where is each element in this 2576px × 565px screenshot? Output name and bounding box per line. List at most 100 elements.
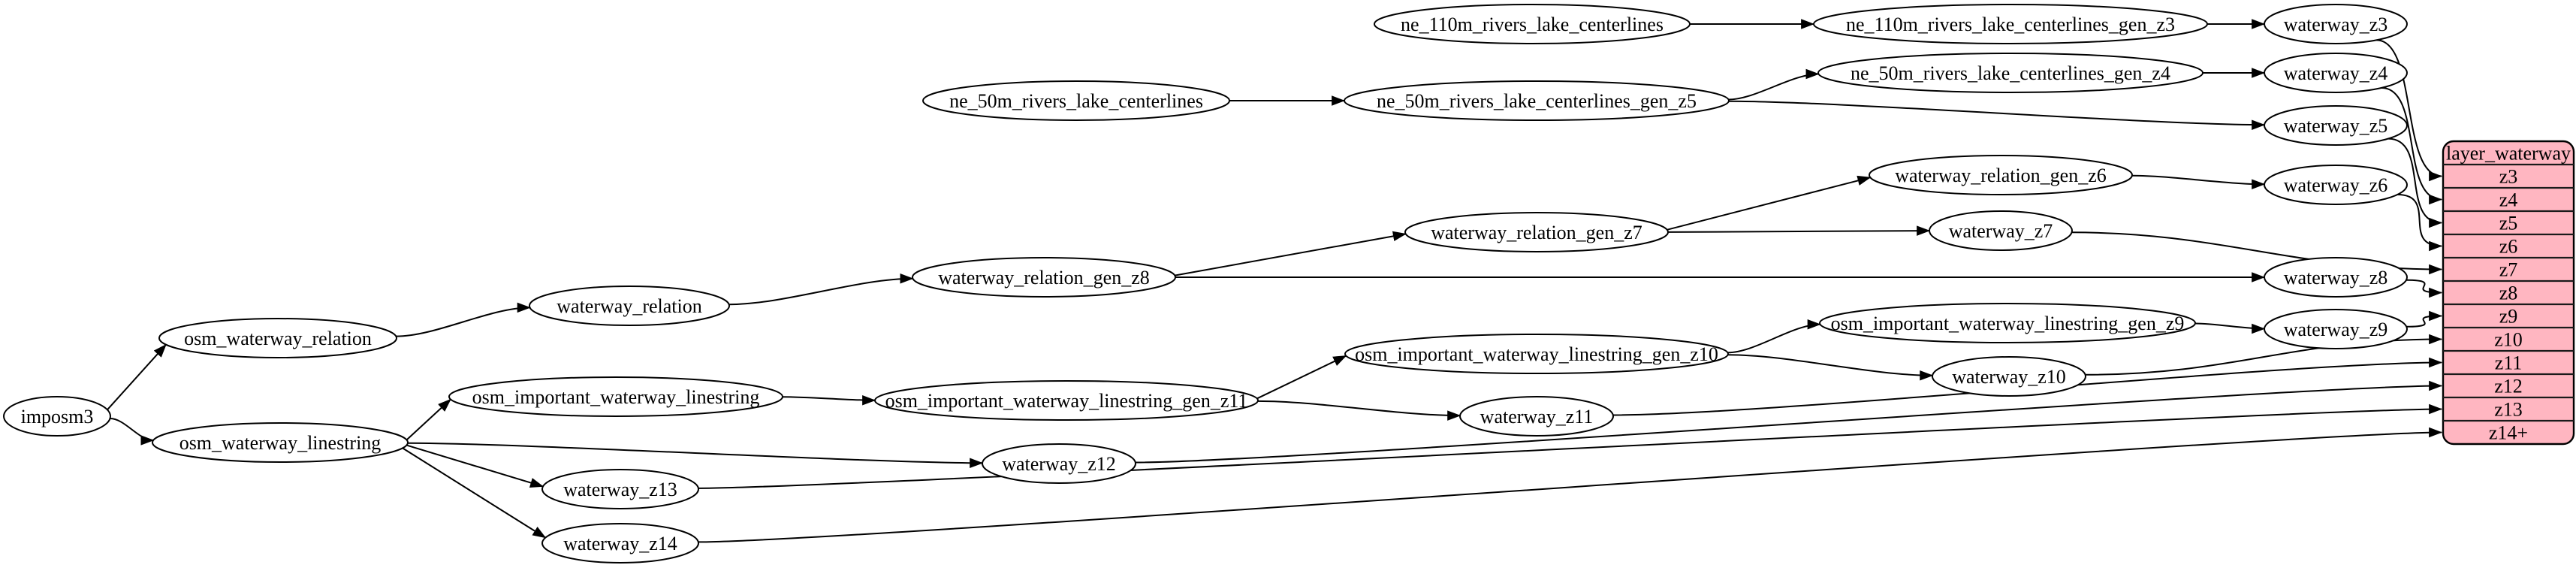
node-imposm3: imposm3 (3, 396, 111, 437)
node-waterway_z5: waterway_z5 (2264, 105, 2408, 146)
table-row-label-z7: z7 (2499, 259, 2518, 281)
node-label-ne_110m_rivers_lake_centerlines: ne_110m_rivers_lake_centerlines (1401, 14, 1664, 35)
node-ellipse-ne_50m_rivers_lake_centerlines_gen_z5 (1344, 80, 1730, 121)
node-ellipse-osm_waterway_relation (158, 318, 397, 358)
table-row-z6: z6 (2499, 236, 2518, 258)
table-body (2442, 140, 2575, 446)
node-label-waterway_z10: waterway_z10 (1952, 366, 2066, 388)
edge-waterway_z6-layer_waterway-z6 (2397, 194, 2443, 252)
node-waterway_z14: waterway_z14 (541, 523, 699, 563)
edge-osm_important_waterway_linestring_gen_z9-waterway_z9 (2194, 322, 2266, 334)
node-label-waterway_z7: waterway_z7 (1949, 220, 2053, 242)
table-row-z4: z4 (2499, 189, 2518, 211)
edge-imposm3-osm_waterway_relation (107, 343, 167, 410)
table-layer: layer_waterwayz3z4z5z6z7z8z9z10z11z12z13… (2442, 140, 2575, 446)
table-row-label-z5: z5 (2499, 213, 2518, 234)
node-label-waterway_z9: waterway_z9 (2284, 319, 2388, 340)
table-row-z10: z10 (2494, 329, 2523, 351)
table-row-z13: z13 (2494, 399, 2523, 421)
node-ellipse-waterway_z4 (2264, 53, 2408, 93)
node-ellipse-osm_important_waterway_linestring (448, 376, 783, 417)
node-waterway_z7: waterway_z7 (1929, 210, 2073, 251)
node-label-ne_50m_rivers_lake_centerlines_gen_z4: ne_50m_rivers_lake_centerlines_gen_z4 (1851, 62, 2170, 84)
table-row-z8: z8 (2499, 282, 2518, 304)
node-waterway_z10: waterway_z10 (1932, 356, 2086, 397)
node-ellipse-imposm3 (3, 396, 111, 437)
node-label-ne_50m_rivers_lake_centerlines_gen_z5: ne_50m_rivers_lake_centerlines_gen_z5 (1377, 90, 1697, 112)
node-ellipse-osm_important_waterway_linestring_gen_z11 (874, 380, 1259, 421)
edge-waterway_z5-layer_waterway-z5 (2387, 137, 2443, 228)
edge-waterway_z9-layer_waterway-z9 (2406, 310, 2443, 328)
node-osm_waterway_relation: osm_waterway_relation (158, 318, 397, 358)
node-osm_waterway_linestring: osm_waterway_linestring (152, 422, 409, 463)
node-ellipse-ne_110m_rivers_lake_centerlines (1374, 4, 1691, 44)
node-label-ne_50m_rivers_lake_centerlines: ne_50m_rivers_lake_centerlines (949, 90, 1203, 112)
node-waterway_z11: waterway_z11 (1459, 396, 1614, 437)
node-waterway_z4: waterway_z4 (2264, 53, 2408, 93)
node-ellipse-ne_110m_rivers_lake_centerlines_gen_z3 (1813, 4, 2208, 44)
edge-waterway_z13-layer_waterway-z13 (698, 403, 2443, 489)
edge-imposm3-osm_waterway_linestring (110, 418, 155, 446)
node-label-osm_waterway_relation: osm_waterway_relation (184, 328, 372, 349)
node-ellipse-waterway_z10 (1932, 356, 2086, 397)
node-ellipse-osm_important_waterway_linestring_gen_z9 (1819, 303, 2196, 343)
node-waterway_z6: waterway_z6 (2264, 165, 2408, 205)
node-label-waterway_z5: waterway_z5 (2284, 115, 2388, 137)
node-ellipse-waterway_z7 (1929, 210, 2073, 251)
node-label-waterway_z11: waterway_z11 (1480, 406, 1594, 428)
node-label-waterway_z13: waterway_z13 (563, 479, 677, 500)
node-ellipse-waterway_z3 (2264, 4, 2408, 44)
table-row-label-z9: z9 (2499, 306, 2518, 328)
table-row-z12: z12 (2494, 376, 2523, 397)
node-osm_important_waterway_linestring_gen_z11: osm_important_waterway_linestring_gen_z1… (874, 380, 1259, 421)
node-ellipse-waterway_z11 (1459, 396, 1614, 437)
table-row-label-z3: z3 (2499, 166, 2518, 188)
edge-waterway_z8-layer_waterway-z8 (2406, 279, 2443, 298)
node-waterway_z3: waterway_z3 (2264, 4, 2408, 44)
edge-ne_50m_rivers_lake_centerlines_gen_z5-ne_50m_rivers_lake_centerlines_gen_z4 (1728, 68, 1820, 101)
table-layer_waterway: layer_waterwayz3z4z5z6z7z8z9z10z11z12z13… (2442, 140, 2575, 446)
node-ellipse-waterway_relation_gen_z8 (912, 257, 1176, 298)
node-ne_50m_rivers_lake_centerlines: ne_50m_rivers_lake_centerlines (922, 80, 1230, 121)
node-ellipse-waterway_z13 (541, 469, 699, 509)
table-row-label-z12: z12 (2494, 376, 2523, 397)
edge-waterway_z3-layer_waterway-z3 (2376, 39, 2443, 182)
node-label-waterway_z6: waterway_z6 (2284, 174, 2388, 196)
table-row-label-z13: z13 (2494, 399, 2523, 421)
table-row-label-z14+: z14+ (2489, 422, 2528, 444)
table-row-z9: z9 (2499, 306, 2518, 328)
node-ne_50m_rivers_lake_centerlines_gen_z5: ne_50m_rivers_lake_centerlines_gen_z5 (1344, 80, 1730, 121)
node-waterway_z9: waterway_z9 (2264, 309, 2408, 349)
node-ellipse-waterway_relation_gen_z7 (1404, 212, 1669, 252)
node-osm_important_waterway_linestring_gen_z9: osm_important_waterway_linestring_gen_z9 (1819, 303, 2196, 343)
node-label-osm_important_waterway_linestring_gen_z11: osm_important_waterway_linestring_gen_z1… (885, 390, 1248, 412)
node-ellipse-waterway_z9 (2264, 309, 2408, 349)
node-ellipse-waterway_relation_gen_z6 (1869, 155, 2133, 195)
node-label-ne_110m_rivers_lake_centerlines_gen_z3: ne_110m_rivers_lake_centerlines_gen_z3 (1846, 14, 2175, 35)
edge-waterway_z12-layer_waterway-z12 (1135, 380, 2443, 464)
node-label-waterway_relation_gen_z8: waterway_relation_gen_z8 (938, 267, 1150, 289)
node-waterway_relation_gen_z8: waterway_relation_gen_z8 (912, 257, 1176, 298)
node-waterway_z12: waterway_z12 (982, 443, 1136, 484)
table-row-z5: z5 (2499, 213, 2518, 234)
edge-osm_important_waterway_linestring_gen_z10-osm_important_waterway_linestring_gen_z9 (1727, 319, 1821, 354)
node-ne_50m_rivers_lake_centerlines_gen_z4: ne_50m_rivers_lake_centerlines_gen_z4 (1817, 53, 2203, 93)
edge-osm_waterway_linestring-waterway_z14 (402, 447, 547, 539)
edge-waterway_relation_gen_z6-waterway_z6 (2131, 174, 2266, 189)
node-label-waterway_z8: waterway_z8 (2284, 267, 2388, 289)
edge-osm_important_waterway_linestring-osm_important_waterway_linestring_gen_z11 (782, 395, 876, 406)
edge-waterway_z14-layer_waterway-z14+ (698, 427, 2443, 543)
node-ellipse-waterway_relation (529, 286, 730, 326)
table-row-label-z4: z4 (2499, 189, 2518, 211)
node-ellipse-waterway_z8 (2264, 257, 2408, 298)
node-label-osm_waterway_linestring: osm_waterway_linestring (179, 432, 382, 454)
node-ellipse-osm_important_waterway_linestring_gen_z10 (1344, 334, 1729, 374)
node-waterway_z8: waterway_z8 (2264, 257, 2408, 298)
edge-waterway_relation_gen_z7-waterway_z7 (1667, 225, 1931, 236)
edge-osm_waterway_relation-waterway_relation (396, 302, 531, 337)
node-label-osm_important_waterway_linestring_gen_z9: osm_important_waterway_linestring_gen_z9 (1831, 313, 2185, 334)
table-header-label: layer_waterway (2446, 143, 2571, 165)
node-label-imposm3: imposm3 (21, 406, 94, 428)
